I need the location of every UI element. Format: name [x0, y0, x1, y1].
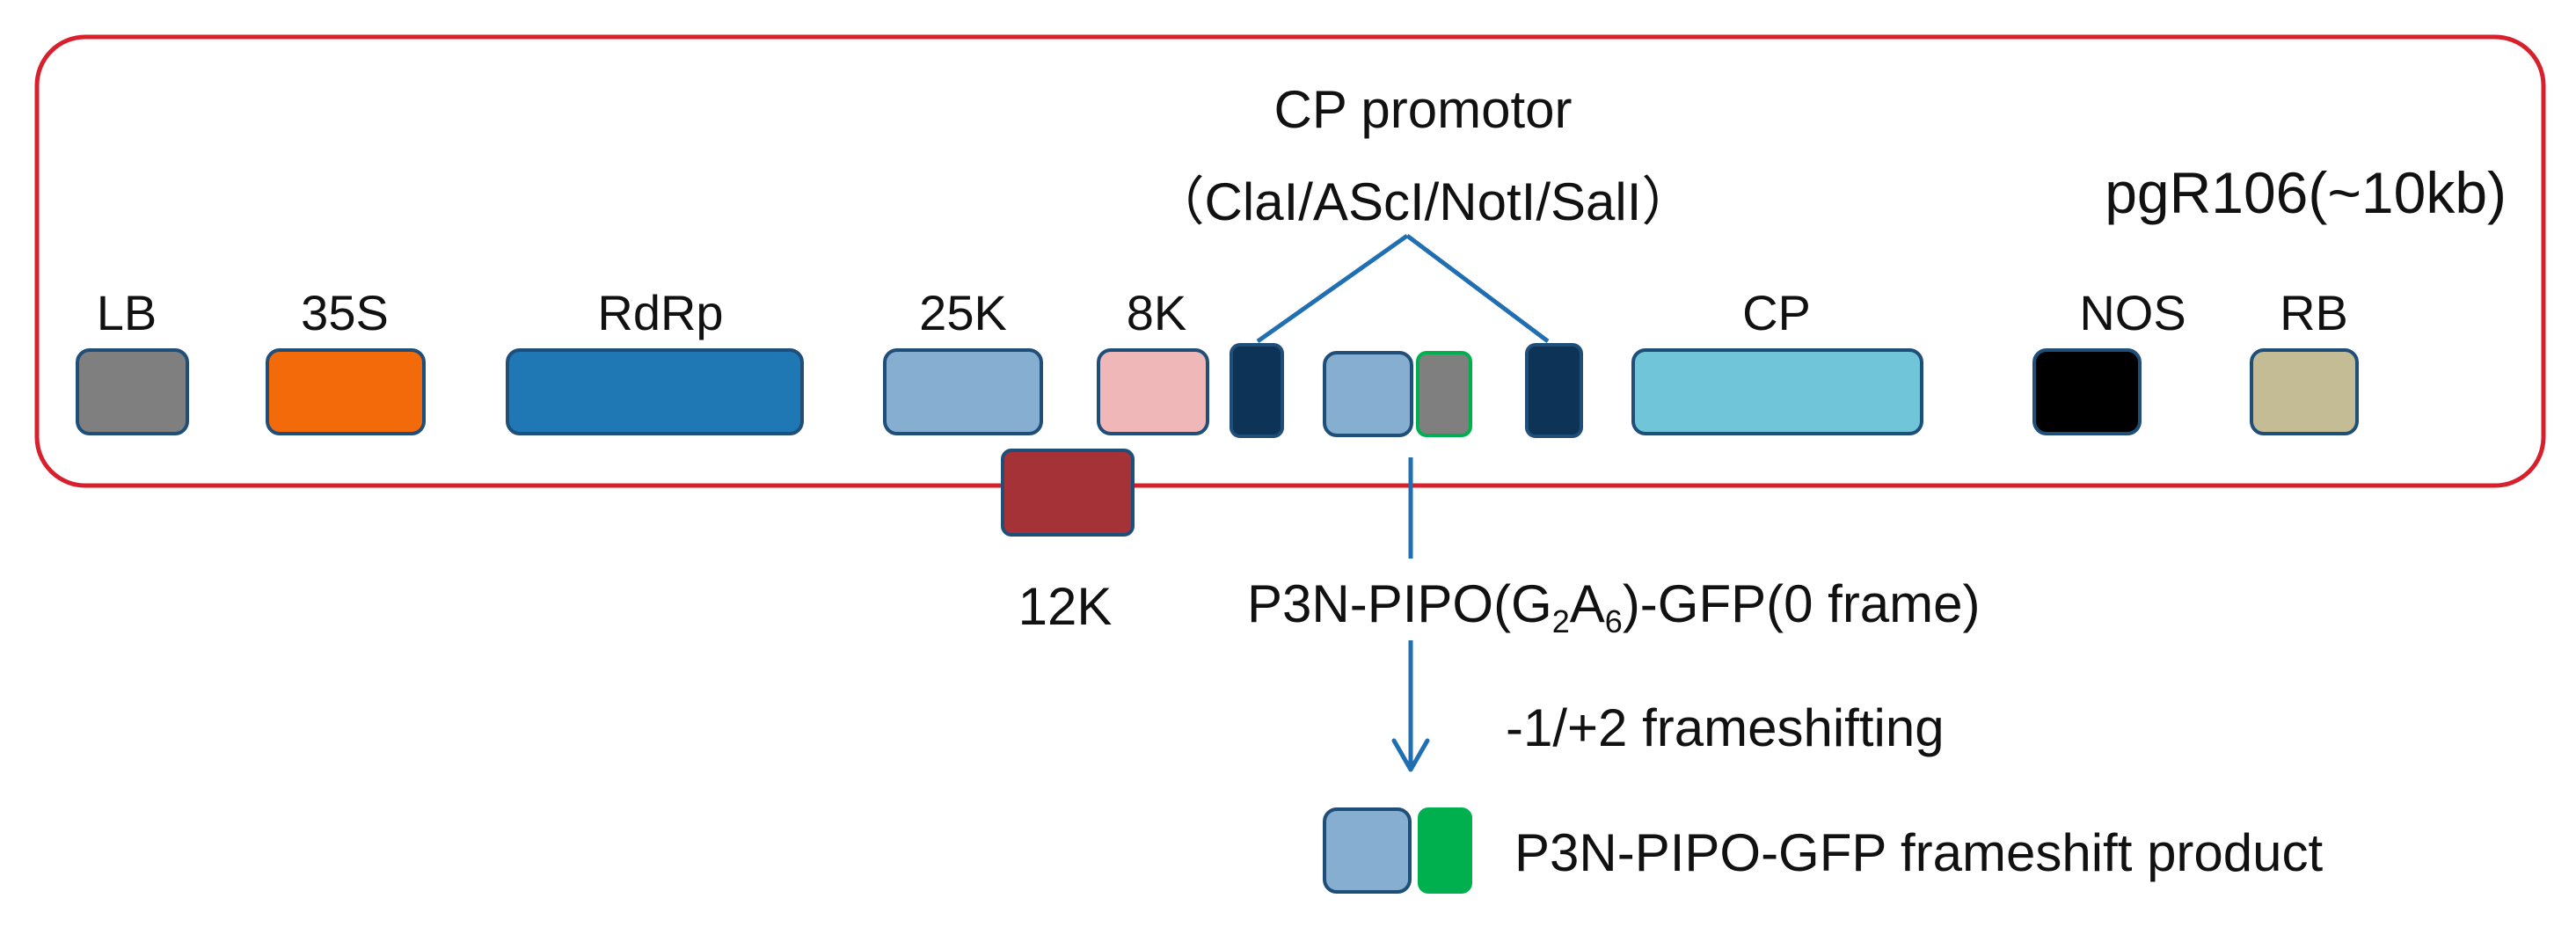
- nos-box: [2032, 348, 2142, 435]
- restriction-site-left: [1230, 343, 1284, 438]
- k8-label: 8K: [1127, 285, 1187, 340]
- k25-box: [883, 348, 1043, 435]
- product-p3n-box: [1323, 807, 1412, 894]
- product-gfp-box: [1418, 807, 1472, 894]
- k12-box: [1001, 449, 1135, 537]
- k25-label: 25K: [919, 285, 1007, 340]
- plasmid-name: pgR106(~10kb): [2105, 160, 2507, 225]
- rb-label: RB: [2280, 285, 2348, 340]
- frameshift-arrowhead: [1391, 738, 1430, 772]
- frameshift-label: -1/+2 frameshifting: [1506, 698, 1945, 757]
- nos-label: NOS: [2079, 285, 2186, 340]
- lb-label: LB: [97, 285, 157, 340]
- s35-label: 35S: [301, 285, 389, 340]
- insert-label: P3N-PIPO(G2A6)-GFP(0 frame): [1247, 574, 1981, 639]
- p3n-pipo-box: [1323, 351, 1413, 437]
- cp-label: CP: [1742, 285, 1811, 340]
- promoter-label: CP promotor: [1273, 80, 1572, 139]
- product-label: P3N-PIPO-GFP frameshift product: [1514, 823, 2324, 882]
- k8-box: [1097, 348, 1209, 435]
- plasmid-outline: [34, 34, 2546, 488]
- k12-label: 12K: [1018, 577, 1113, 636]
- restriction-site-right: [1525, 343, 1583, 438]
- promoter-sites: （ClaI/AScI/NotI/SalI）: [1152, 172, 1695, 231]
- cp-box: [1631, 348, 1923, 435]
- gfp-box: [1416, 351, 1472, 437]
- s35-box: [266, 348, 426, 435]
- promoter-connector-right: [1405, 234, 1550, 343]
- lb-box: [76, 348, 189, 435]
- rdrp-label: RdRp: [597, 285, 723, 340]
- rdrp-box: [506, 348, 804, 435]
- rb-box: [2250, 348, 2359, 435]
- promoter-connector-left: [1256, 233, 1409, 344]
